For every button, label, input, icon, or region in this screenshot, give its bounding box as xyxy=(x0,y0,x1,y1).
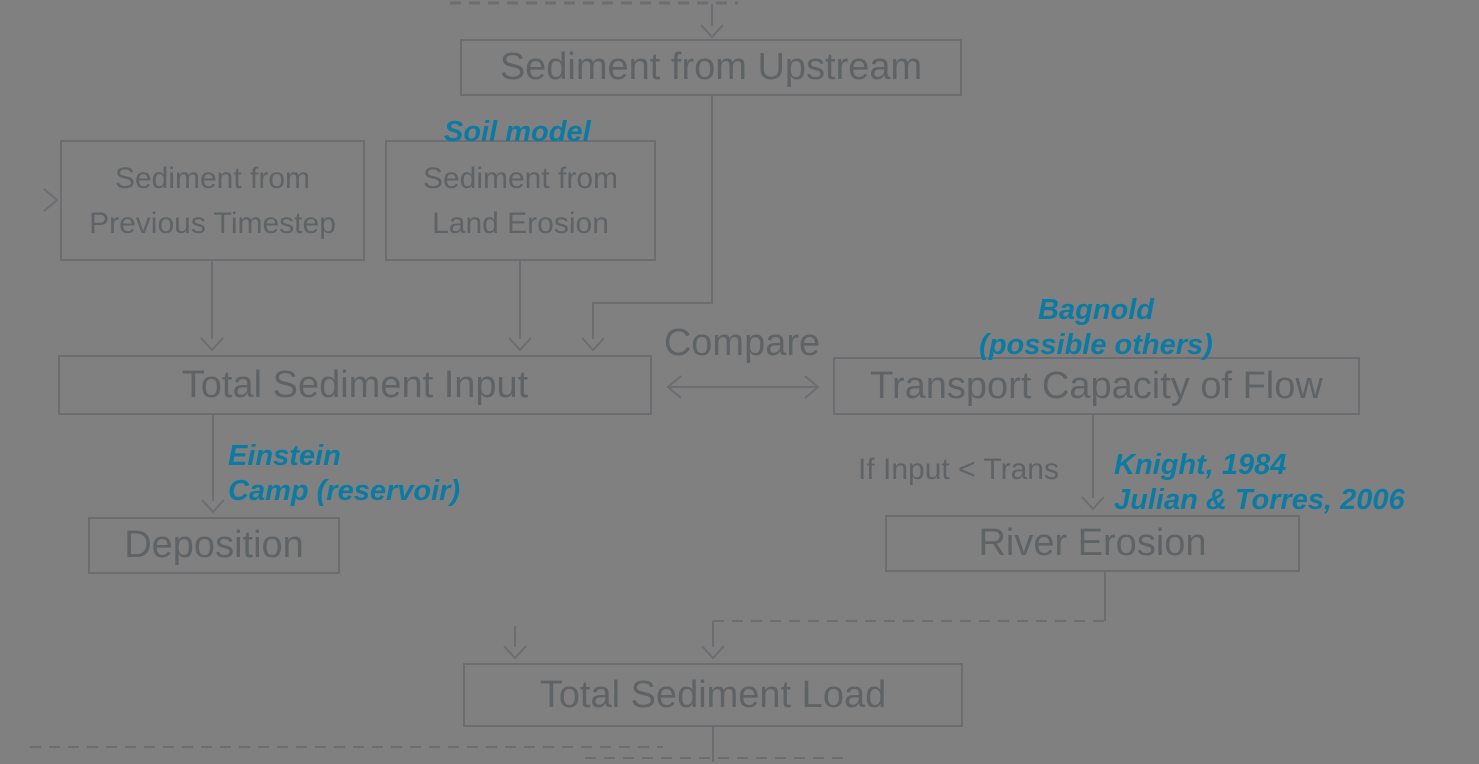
node-transport-capacity-of-flow: Transport Capacity of Flow xyxy=(833,357,1360,415)
node-label: River Erosion xyxy=(978,522,1207,564)
node-label: Total Sediment Input xyxy=(181,363,529,406)
annotation-bagnold-line1: Bagnold xyxy=(1038,294,1154,326)
annotation-knight-julian: Knight, 1984 Julian & Torres, 2006 xyxy=(1114,448,1405,518)
annotation-knight-line2: Julian & Torres, 2006 xyxy=(1114,484,1405,516)
node-label: Sediment from Upstream xyxy=(499,46,923,88)
compare-label: Compare xyxy=(663,322,821,364)
node-label-line2: Previous Timestep xyxy=(89,206,336,240)
condition-label: If Input < Trans xyxy=(858,453,1059,486)
arrowhead-compare-left xyxy=(666,375,682,399)
node-sediment-from-land-erosion: Sediment from Land Erosion xyxy=(385,140,656,261)
annotation-bagnold-line2: (possible others) xyxy=(979,329,1213,361)
annotation-einstein-line1: Einstein xyxy=(228,440,341,472)
node-sediment-from-upstream: Sediment from Upstream xyxy=(460,39,962,96)
annotation-einstein-camp: Einstein Camp (reservoir) xyxy=(228,439,460,509)
node-label-line1: Sediment from xyxy=(422,161,619,195)
annotation-bagnold: Bagnold (possible others) xyxy=(950,293,1242,363)
arrowhead-previous-to-input xyxy=(200,337,224,352)
annotation-einstein-line2: Camp (reservoir) xyxy=(228,475,461,507)
node-label: Transport Capacity of Flow xyxy=(870,364,1323,407)
annotation-knight-line1: Knight, 1984 xyxy=(1114,449,1287,481)
node-river-erosion: River Erosion xyxy=(885,515,1300,572)
node-label: Total Sediment Load xyxy=(539,673,887,716)
arrowhead-compare-right xyxy=(804,375,820,399)
arrowhead-upstream-to-input xyxy=(581,337,605,352)
node-label-line2: Land Erosion xyxy=(432,206,609,240)
node-total-sediment-input: Total Sediment Input xyxy=(58,355,652,415)
arrowhead-into-previous-timestep xyxy=(43,188,59,212)
arrowhead-into-upstream xyxy=(700,24,724,39)
arrowhead-into-deposition xyxy=(201,499,225,514)
arrowhead-into-load-left xyxy=(503,645,527,660)
annotation-soil-model: Soil model xyxy=(444,116,591,148)
node-deposition: Deposition xyxy=(88,517,340,574)
node-sediment-from-previous-timestep: Sediment from Previous Timestep xyxy=(60,140,365,261)
node-label-line1: Sediment from xyxy=(114,161,311,195)
arrowhead-into-erosion xyxy=(1081,496,1105,511)
arrowhead-landerosion-to-input xyxy=(508,337,532,352)
node-label: Deposition xyxy=(124,524,304,566)
node-total-sediment-load: Total Sediment Load xyxy=(463,663,963,727)
arrowhead-into-load-center xyxy=(701,645,725,660)
